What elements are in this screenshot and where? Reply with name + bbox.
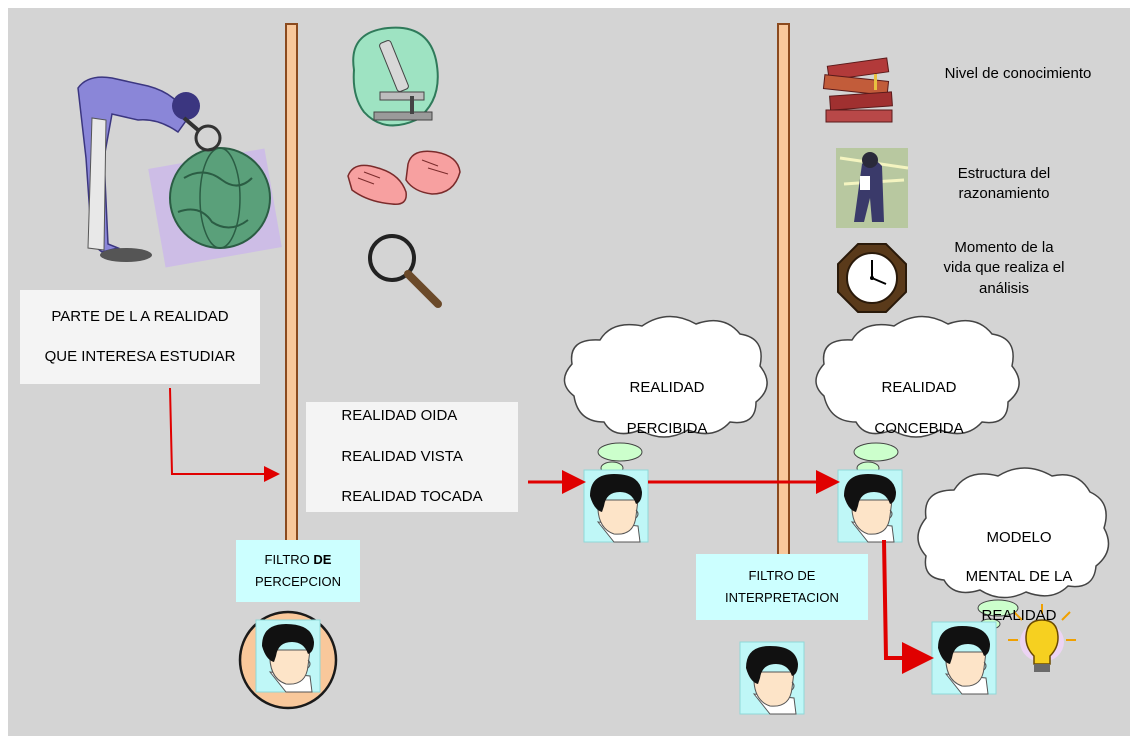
senses-reality-box: REALIDAD OIDA REALIDAD VISTA REALIDAD TO… — [306, 402, 518, 512]
diagram-panel: PARTE DE L A REALIDAD QUE INTERESA ESTUD… — [8, 8, 1130, 736]
factor-life-moment: Momento de la vida que realiza el anális… — [943, 239, 1065, 297]
cloud-model-label: MODELO MENTAL DE LA REALIDAD — [944, 508, 1094, 645]
books-icon — [822, 57, 893, 123]
magnifier-icon — [368, 234, 442, 308]
cloud-model-line2: MENTAL DE LA — [965, 567, 1073, 585]
arrow-source-to-filter — [169, 387, 280, 482]
investigator-globe-icon — [77, 76, 282, 268]
senses-line-touched: REALIDAD TOCADA — [341, 488, 483, 506]
senses-line-seen: REALIDAD VISTA — [341, 447, 463, 465]
cloud-model — [917, 467, 1110, 630]
cloud-conceived-label: REALIDAD CONCEBIDA — [844, 358, 994, 459]
head-in-lens-icon — [255, 619, 321, 693]
source-reality-line1: PARTE DE L A REALIDAD — [51, 307, 229, 325]
cloud-conceived — [815, 315, 1020, 475]
head-perceiver-icon — [583, 469, 649, 543]
clock-icon — [837, 243, 907, 313]
diagram-canvas — [77, 23, 1110, 715]
interpretation-filter-bar — [777, 23, 790, 573]
head-interpreter-icon — [739, 641, 805, 715]
hands-icon — [347, 150, 461, 205]
source-reality-box: PARTE DE L A REALIDAD QUE INTERESA ESTUD… — [20, 290, 260, 384]
cloud-perceived-label: REALIDAD PERCIBIDA — [592, 358, 742, 459]
thinker-icon — [836, 148, 909, 228]
factor-reasoning-structure: Estructura del razonamiento — [957, 165, 1051, 203]
interpretation-filter-line2: INTERPRETACION — [725, 590, 839, 605]
arrow-conceived-to-model — [882, 539, 934, 674]
perception-filter-prefix: FILTRO — [264, 551, 314, 567]
cloud-perceived-line1: REALIDAD — [629, 379, 705, 397]
head-conceiver-icon — [837, 469, 903, 543]
senses-line-heard: REALIDAD OIDA — [341, 407, 458, 425]
source-reality-line2: QUE INTERESA ESTUDIAR — [44, 348, 236, 366]
microscope-icon — [352, 26, 439, 127]
light-bulb-icon — [1008, 604, 1076, 672]
factor-knowledge-level: Nivel de conocimiento — [944, 65, 1092, 82]
interpretation-filter-label: FILTRO DE INTERPRETACION — [696, 554, 868, 620]
cloud-conceived-line1: REALIDAD — [881, 379, 957, 397]
perception-filter-line2: PERCEPCION — [255, 574, 341, 589]
perception-filter-de: DE — [313, 551, 332, 567]
perception-filter-label: FILTRO DE PERCEPCION — [236, 540, 360, 602]
cloud-conceived-line2: CONCEBIDA — [874, 419, 964, 437]
interpretation-filter-line1: FILTRO DE — [748, 567, 816, 583]
cloud-model-line3: REALIDAD — [981, 606, 1057, 624]
cloud-model-line1: MODELO — [986, 528, 1052, 546]
perception-filter-bar — [285, 23, 298, 543]
cloud-perceived-line2: PERCIBIDA — [626, 419, 708, 437]
